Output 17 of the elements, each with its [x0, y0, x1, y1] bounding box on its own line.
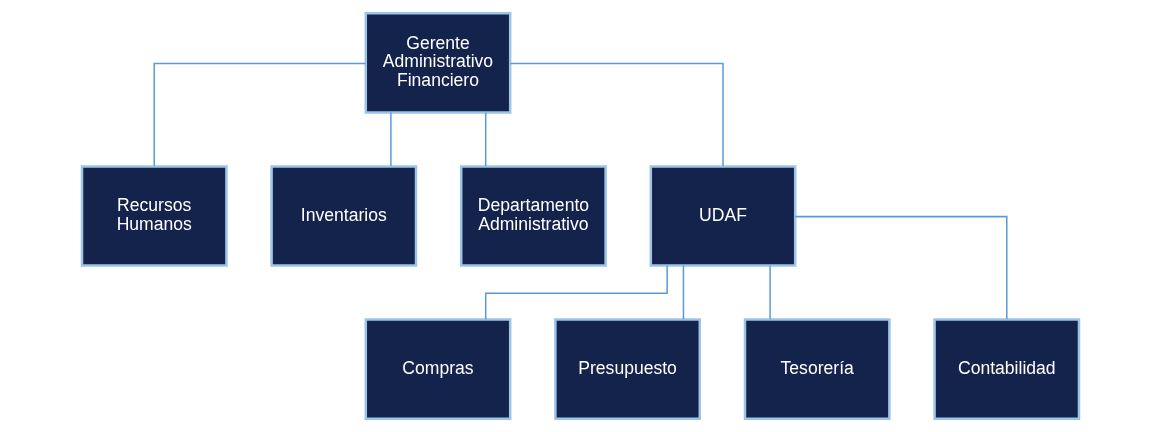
connector [509, 62, 724, 167]
node-box: Compras [364, 318, 512, 421]
node-box: Departamento Administrativo [459, 165, 607, 267]
node-box: Recursos Humanos [80, 165, 228, 267]
connector [484, 265, 668, 321]
node-box: UDAF [649, 165, 797, 267]
connector [769, 264, 771, 320]
node-box: Tesorería [743, 318, 891, 421]
node-box: Presupuesto [554, 318, 702, 421]
node-box: Gerente Administrativo Financiero [364, 11, 512, 114]
node-box: Contabilidad [933, 318, 1081, 421]
connector [484, 111, 487, 167]
node-box: Inventarios [270, 165, 418, 267]
connector [153, 62, 367, 167]
connector [682, 264, 685, 320]
connector [390, 111, 392, 167]
connector [794, 215, 1008, 320]
